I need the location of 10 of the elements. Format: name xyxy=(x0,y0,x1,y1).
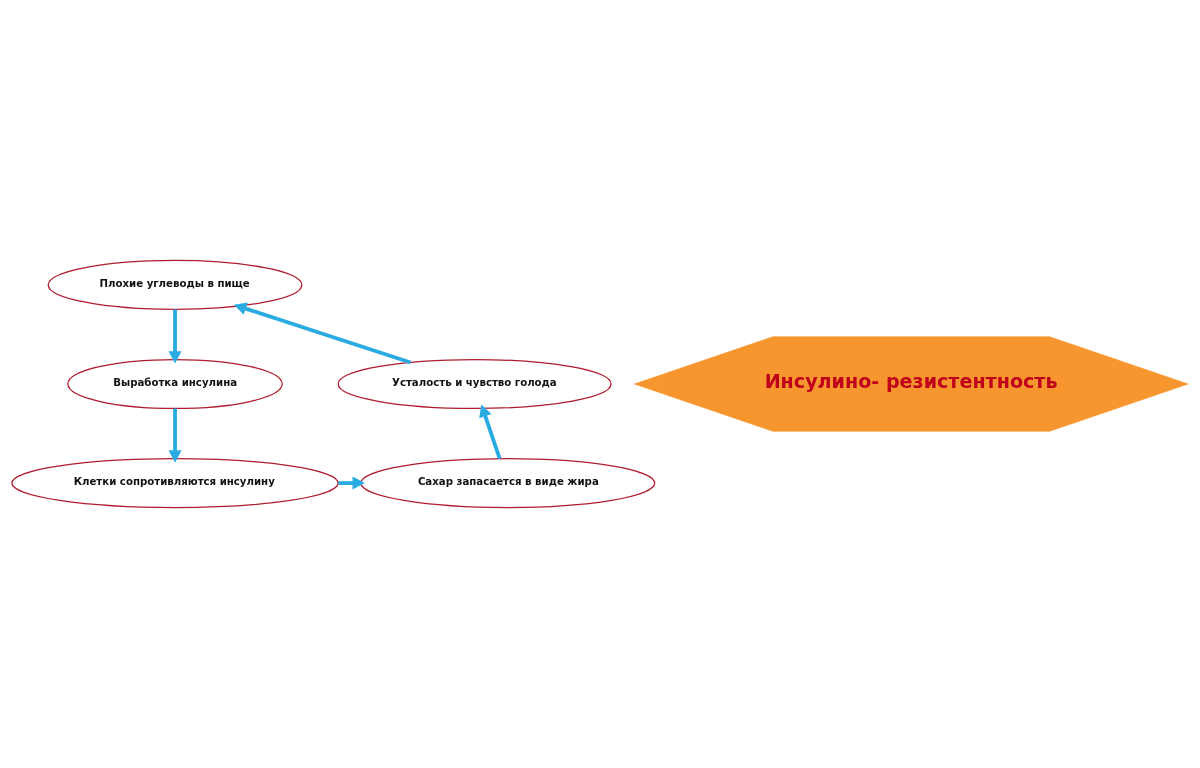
node-ellipse: Сахар запасается в виде жира xyxy=(360,458,656,509)
arrow xyxy=(233,302,412,365)
arrow xyxy=(338,476,365,490)
arrow xyxy=(168,408,182,463)
node-ellipse: Усталость и чувство голода xyxy=(337,358,612,410)
node-ellipse: Выработка инсулина xyxy=(67,358,283,410)
node-ellipse: Плохие углеводы в пище xyxy=(47,259,303,310)
node-ellipse: Клетки сопротивляются инсулину xyxy=(11,458,339,509)
arrow xyxy=(479,404,502,460)
arrow xyxy=(168,309,182,364)
